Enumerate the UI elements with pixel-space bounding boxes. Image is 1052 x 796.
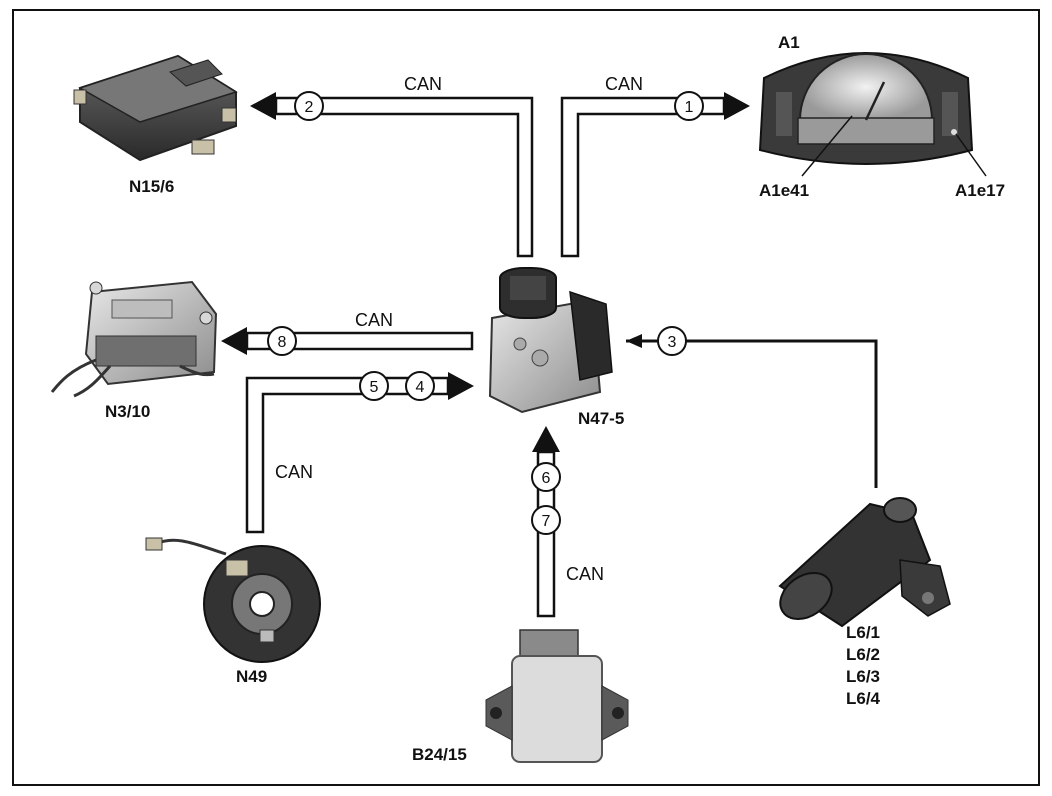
label-l6-3: L6/3 [846,667,880,686]
label-l6-4: L6/4 [846,689,881,708]
can-bus-n49 [245,376,450,534]
leader-a1e41 [801,115,853,177]
arrowhead-to-n3-10 [221,327,247,355]
n15-6-control-unit-image [73,54,238,162]
signal-marker-2: 2 [294,91,324,121]
a1-instrument-cluster-image [758,52,974,165]
can-label-n15-6: CAN [404,74,442,94]
leader-a1e17 [955,133,987,177]
signal-marker-7: 7 [531,505,561,535]
label-n49: N49 [236,667,267,686]
b24-15-yaw-rate-sensor-image [485,629,629,763]
diagram-frame [12,9,1040,786]
can-label-a1: CAN [605,74,643,94]
label-n15-6: N15/6 [129,177,174,196]
label-a1e41: A1e41 [759,181,809,200]
signal-number-3: 3 [668,334,677,351]
label-n3-10: N3/10 [105,402,150,421]
signal-marker-3: 3 [657,326,687,356]
label-n47-5: N47-5 [578,409,624,428]
label-l6-2: L6/2 [846,645,880,664]
signal-number-6: 6 [542,470,551,487]
signal-number-5: 5 [370,379,379,396]
signal-marker-1: 1 [674,91,704,121]
signal-marker-8: 8 [267,326,297,356]
can-label-b24-15: CAN [566,564,604,584]
signal-number-1: 1 [685,99,694,116]
n3-10-control-unit-image [50,280,218,398]
n47-5-esp-unit-image [488,267,613,414]
label-l6-1: L6/1 [846,623,880,642]
signal-number-2: 2 [305,99,314,116]
signal-marker-4: 4 [405,371,435,401]
arrowhead-to-n47-5-from-b24-15 [532,426,560,452]
n49-steering-angle-sensor-image [145,537,321,663]
signal-number-4: 4 [416,379,425,396]
arrowhead-to-n47-5-from-l6 [626,334,642,348]
wire-l6-sensors [626,339,878,488]
label-b24-15: B24/15 [412,745,467,764]
arrowhead-to-n15-6 [250,92,276,120]
signal-marker-6: 6 [531,462,561,492]
can-label-n49: CAN [275,462,313,482]
arrowhead-to-a1 [724,92,750,120]
l6-wheel-speed-sensor-image [778,497,951,628]
signal-number-8: 8 [278,334,287,351]
arrowhead-to-n47-5-from-n49 [448,372,474,400]
label-a1e17: A1e17 [955,181,1005,200]
signal-marker-5: 5 [359,371,389,401]
can-bus-n15-6 [274,96,534,258]
can-bus-a1 [560,96,726,258]
signal-number-7: 7 [542,513,551,530]
label-a1: A1 [778,33,800,52]
can-label-n3-10: CAN [355,310,393,330]
